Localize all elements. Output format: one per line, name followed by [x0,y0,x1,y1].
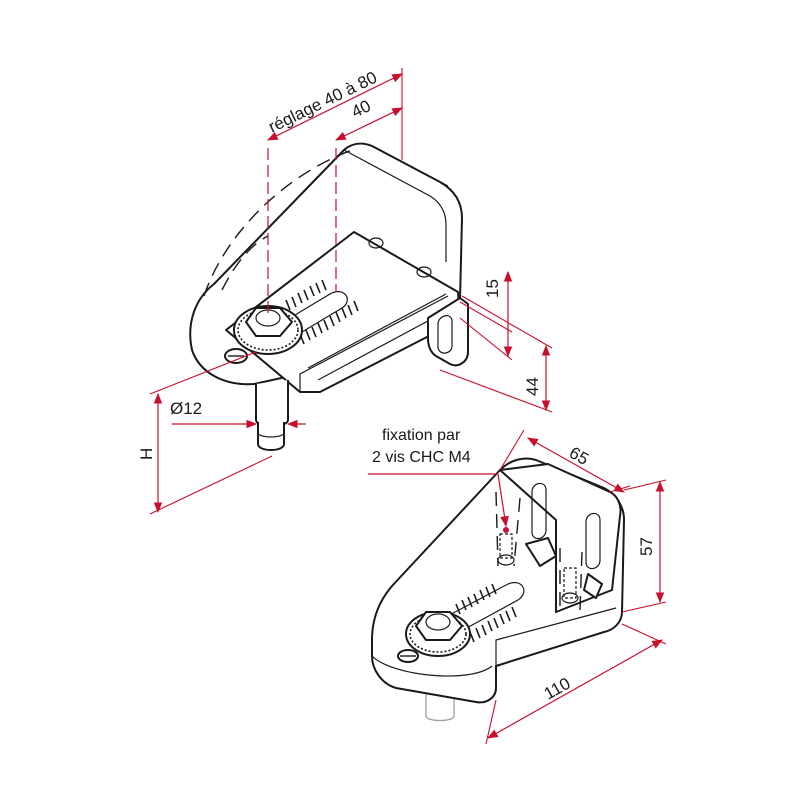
note-line2: 2 vis CHC M4 [372,449,471,466]
stroke-40-label: 40 [348,96,373,121]
d57-label: 57 [637,537,656,556]
bottom-bracket-view [371,457,625,722]
hidden-screw-1 [497,533,515,566]
diameter-label: Ø12 [170,399,202,418]
height-label: H [137,448,156,460]
d65-label: 65 [566,443,592,469]
dim-height: H [137,351,273,515]
hidden-screw-2 [561,567,579,604]
dim-44: 44 [439,295,553,413]
bottom-serration [455,583,517,643]
top-bracket-view [189,142,469,451]
dim-diameter: Ø12 [170,399,306,429]
dim-15: 15 [459,270,513,361]
fixation-note: fixation par 2 vis CHC M4 [368,427,509,533]
note-line1: fixation par [382,427,461,444]
top-serration [285,279,359,345]
d44-label: 44 [523,377,542,396]
d15-label: 15 [483,279,502,298]
d110-label: 110 [541,674,574,704]
top-pin [255,380,289,427]
dim-57: 57 [621,479,667,613]
